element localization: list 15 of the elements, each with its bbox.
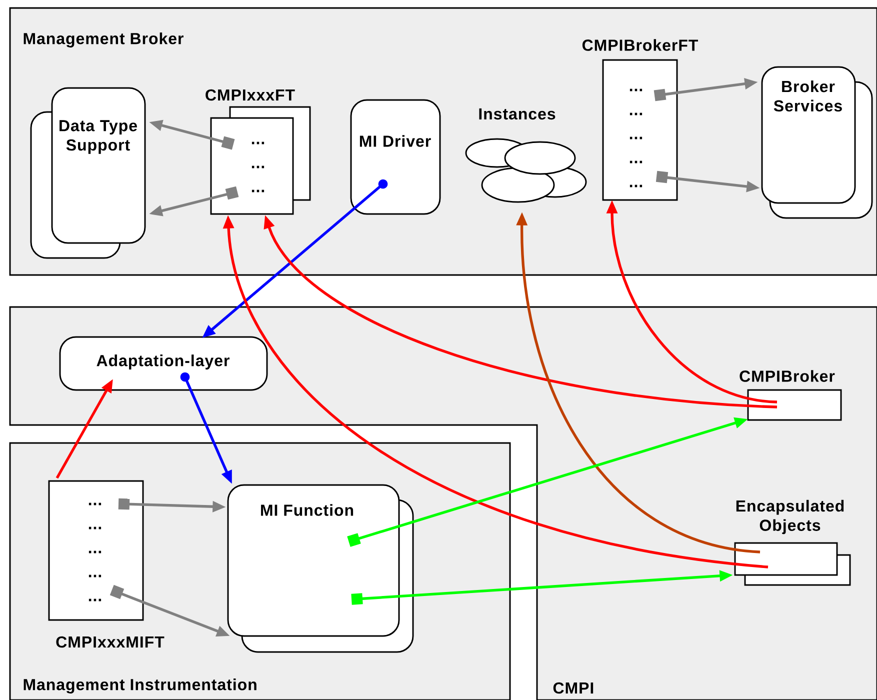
rounded-box: Adaptation-layer [59,336,268,391]
rounded-box: MI Driver [350,99,441,215]
node-label: CMPIxxxFT [206,89,295,101]
node-label: Instances [479,108,556,120]
stacked-rounded-box: Broker Services [761,66,873,219]
stacked-rounded-box: Data Type Support [30,87,146,259]
node-label: Encapsulated Objects [736,500,844,534]
box: CMPIBroker [740,370,842,421]
node-label: CMPIxxxMIFT [56,636,164,648]
stacked-table: CMPIxxxFT ... ... ... [206,89,311,215]
stacked-rounded-box: MI Function [227,484,414,653]
table-box: ... ... ... ... ... CMPIxxxMIFT [48,480,164,648]
stacked-box: Encapsulated Objects [734,500,851,586]
node-label: CMPIBrokerFT [582,39,698,51]
node-label: CMPIBroker [740,370,835,382]
